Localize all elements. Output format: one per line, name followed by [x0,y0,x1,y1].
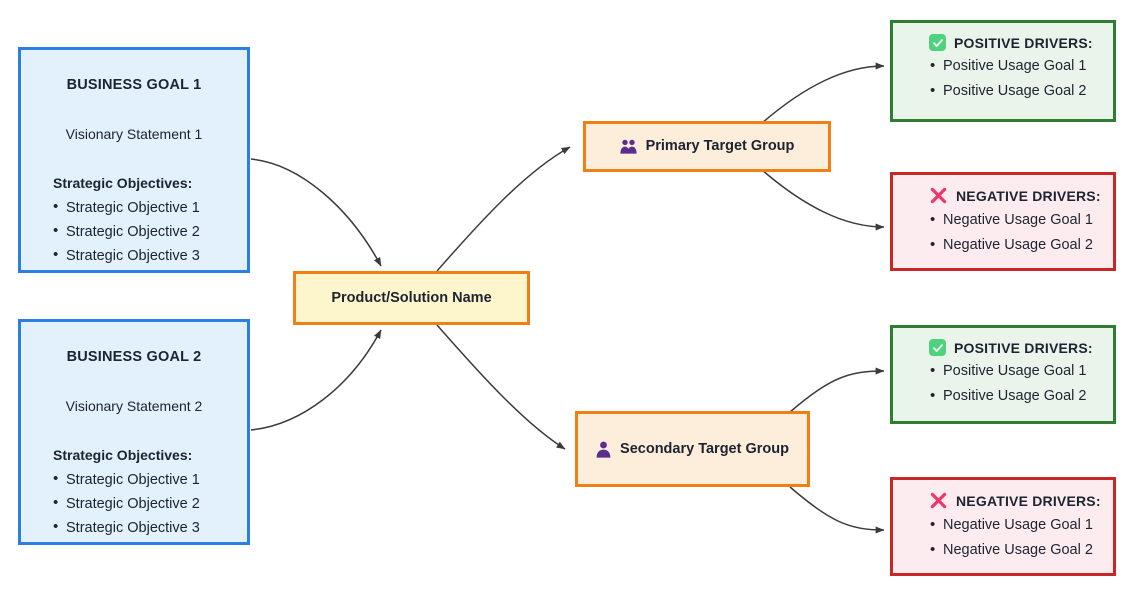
primary-target-group-node[interactable]: Primary Target Group [583,121,831,172]
edge-product-secondary [436,324,566,450]
list-item: Strategic Objective 2 [53,491,237,516]
list-item: Negative Usage Goal 1 [929,207,1103,233]
check-mark-icon [929,34,946,51]
list-item: Strategic Objective 1 [53,467,237,492]
list-item: Positive Usage Goal 2 [929,78,1103,104]
list-item: Negative Usage Goal 2 [929,232,1103,258]
list-item: Positive Usage Goal 2 [929,383,1103,409]
positive-drivers-bottom-node[interactable]: POSITIVE DRIVERS: Positive Usage Goal 1 … [890,325,1116,424]
business-goal-1-title: BUSINESS GOAL 1 [66,77,202,93]
edge-secondary-positive [789,367,885,413]
secondary-target-group-label: Secondary Target Group [620,440,789,457]
business-goal-2-objectives-label: Strategic Objectives: [53,447,193,463]
cross-mark-icon [929,186,948,205]
list-item: Strategic Objective 1 [53,195,237,220]
edge-product-primary [436,146,571,272]
negative-drivers-top-heading: NEGATIVE DRIVERS: [956,187,1101,204]
list-item: Strategic Objective 3 [53,243,237,268]
positive-drivers-bottom-list: Positive Usage Goal 1 Positive Usage Goa… [919,358,1103,409]
secondary-target-group-row: Secondary Target Group [578,437,807,462]
person-icon [596,441,611,458]
negative-drivers-top-node[interactable]: NEGATIVE DRIVERS: Negative Usage Goal 1 … [890,172,1116,271]
positive-drivers-top-heading: POSITIVE DRIVERS: [954,34,1093,51]
list-item: Positive Usage Goal 1 [929,53,1103,79]
business-goal-2-node[interactable]: BUSINESS GOAL 2 Visionary Statement 2 St… [18,319,250,545]
negative-drivers-bottom-heading-row: NEGATIVE DRIVERS: [929,491,1103,510]
business-goal-1-objectives-list: Strategic Objective 1 Strategic Objectiv… [31,195,237,268]
edge-primary-positive [761,62,885,124]
list-item: Negative Usage Goal 2 [929,537,1103,563]
negative-drivers-bottom-heading: NEGATIVE DRIVERS: [956,492,1101,509]
edge-primary-negative [761,169,885,231]
negative-drivers-bottom-list: Negative Usage Goal 1 Negative Usage Goa… [919,512,1103,563]
positive-drivers-top-node[interactable]: POSITIVE DRIVERS: Positive Usage Goal 1 … [890,20,1116,122]
product-solution-label: Product/Solution Name [331,290,492,306]
list-item: Strategic Objective 3 [53,515,237,540]
negative-drivers-top-list: Negative Usage Goal 1 Negative Usage Goa… [919,207,1103,258]
negative-drivers-top-heading-row: NEGATIVE DRIVERS: [929,186,1103,205]
list-item: Strategic Objective 2 [53,219,237,244]
business-goal-2-vision: Visionary Statement 2 [65,398,203,414]
primary-target-group-label: Primary Target Group [645,138,795,154]
edge-goal2-product [250,329,382,431]
check-mark-icon [929,339,946,356]
secondary-target-group-node[interactable]: Secondary Target Group [575,411,810,487]
list-item: Negative Usage Goal 1 [929,512,1103,538]
negative-drivers-bottom-node[interactable]: NEGATIVE DRIVERS: Negative Usage Goal 1 … [890,477,1116,576]
edge-secondary-negative [789,486,885,534]
positive-drivers-bottom-heading: POSITIVE DRIVERS: [954,339,1093,356]
product-solution-node[interactable]: Product/Solution Name [293,271,530,325]
cross-mark-icon [929,491,948,510]
business-goal-1-objectives-label: Strategic Objectives: [53,175,193,191]
primary-target-group-row: Primary Target Group [586,134,828,159]
business-goal-1-node[interactable]: BUSINESS GOAL 1 Visionary Statement 1 St… [18,47,250,273]
business-goal-2-objectives-list: Strategic Objective 1 Strategic Objectiv… [31,467,237,540]
people-icon [619,139,637,154]
positive-drivers-top-list: Positive Usage Goal 1 Positive Usage Goa… [919,53,1103,104]
positive-drivers-bottom-heading-row: POSITIVE DRIVERS: [929,339,1103,356]
edge-goal1-product [250,158,382,267]
positive-drivers-top-heading-row: POSITIVE DRIVERS: [929,34,1103,51]
list-item: Positive Usage Goal 1 [929,358,1103,384]
business-goal-1-vision: Visionary Statement 1 [65,126,203,142]
business-goal-2-title: BUSINESS GOAL 2 [66,349,202,365]
